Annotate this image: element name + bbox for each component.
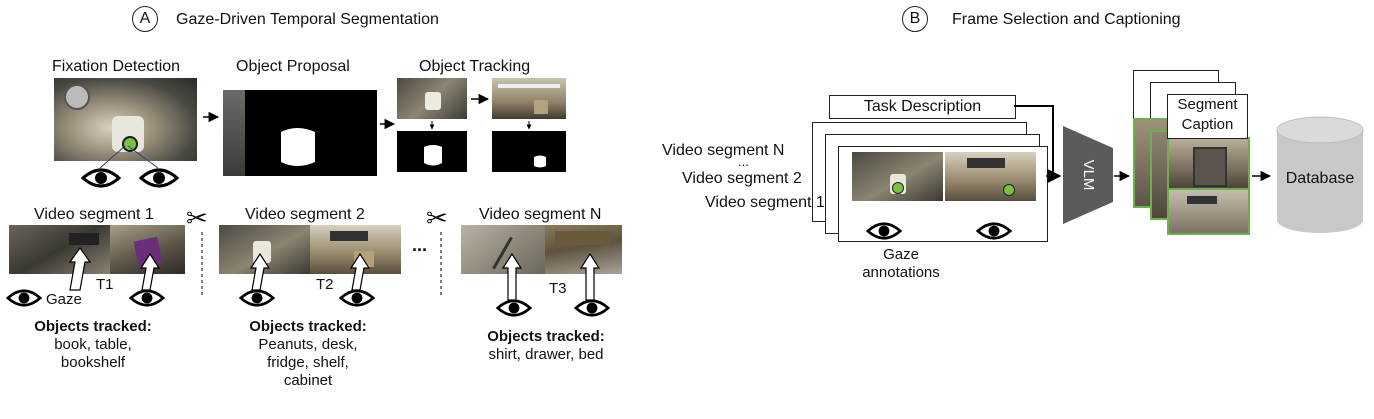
gaze-annotations-label: Gaze annotations bbox=[846, 246, 956, 282]
gaze-frame-2 bbox=[945, 152, 1036, 201]
video-segment-1-label: Video segment 1 bbox=[705, 194, 825, 211]
step-object-tracking: Object Tracking bbox=[419, 58, 531, 75]
database-icon bbox=[1276, 116, 1364, 233]
segment-caption-line: Segment bbox=[1177, 96, 1238, 113]
scissors-icon: ✂ bbox=[186, 203, 208, 233]
caption-frame-front-top bbox=[1167, 137, 1250, 191]
eye-icon bbox=[866, 222, 902, 240]
segment-n-frame-b bbox=[545, 225, 622, 274]
segment-1-frame-b bbox=[110, 225, 185, 274]
segment-n-frame-a bbox=[461, 225, 545, 274]
eye-icon bbox=[6, 289, 42, 307]
task-description-label: Task Description bbox=[863, 98, 982, 115]
segment-2-label: Video segment 2 bbox=[245, 206, 365, 223]
segments-ellipsis: ... bbox=[412, 235, 428, 255]
t2-label: T2 bbox=[316, 276, 334, 293]
video-segment-n-label: Video segment N bbox=[662, 142, 785, 159]
segment-2-frame-b bbox=[310, 225, 401, 274]
vlm-block bbox=[1063, 126, 1113, 224]
panel-b-title: Frame Selection and Captioning bbox=[952, 11, 1181, 28]
objects-line: shirt, drawer, bed bbox=[488, 346, 604, 363]
eye-icon bbox=[496, 299, 532, 317]
eye-icon bbox=[81, 168, 121, 188]
t1-label: T1 bbox=[96, 276, 114, 293]
objects-line: Peanuts, desk, bbox=[258, 336, 358, 353]
segment-1-label: Video segment 1 bbox=[34, 206, 154, 223]
objects-heading: Objects tracked: bbox=[34, 318, 152, 335]
segment-1-objects: Objects tracked: book, table, bookshelf bbox=[18, 318, 168, 372]
objects-heading: Objects tracked: bbox=[249, 318, 367, 335]
objects-line: fridge, shelf, bbox=[267, 354, 349, 371]
eye-icon bbox=[129, 289, 165, 307]
panel-b-badge: B bbox=[902, 6, 928, 32]
step-fixation-detection: Fixation Detection bbox=[52, 58, 181, 75]
database-label: Database bbox=[1285, 170, 1355, 187]
caption-frame-front-bottom bbox=[1167, 188, 1250, 235]
eye-icon bbox=[239, 289, 275, 307]
gaze-frame-1 bbox=[852, 152, 943, 201]
tracking-mask-2 bbox=[492, 131, 566, 172]
eye-icon bbox=[339, 289, 375, 307]
tracking-mask-1 bbox=[397, 131, 467, 172]
t3-label: T3 bbox=[549, 280, 567, 297]
vlm-label: VLM bbox=[1080, 159, 1097, 191]
tracking-frame-2 bbox=[492, 78, 566, 119]
segment-n-label: Video segment N bbox=[479, 206, 602, 223]
scissors-icon: ✂ bbox=[426, 203, 448, 233]
segment-1-frame-a bbox=[9, 225, 110, 274]
eye-icon bbox=[574, 299, 610, 317]
video-segment-2-label: Video segment 2 bbox=[682, 170, 802, 187]
segment-2-objects: Objects tracked: Peanuts, desk, fridge, … bbox=[228, 318, 388, 390]
tracking-frame-1 bbox=[397, 78, 467, 119]
step-object-proposal: Object Proposal bbox=[236, 58, 350, 75]
object-proposal-mask bbox=[223, 90, 377, 176]
panel-a-title: Gaze-Driven Temporal Segmentation bbox=[176, 11, 439, 28]
objects-line: book, table, bbox=[54, 336, 132, 353]
segment-caption-box: Segment Caption bbox=[1167, 94, 1248, 139]
segment-2-frame-a bbox=[219, 225, 310, 274]
gaze-annotations-line: annotations bbox=[862, 264, 940, 281]
eye-icon bbox=[976, 222, 1012, 240]
video-segment-dots: ... bbox=[738, 154, 749, 169]
task-description-box: Task Description bbox=[829, 95, 1016, 119]
gaze-annotations-line: Gaze bbox=[883, 246, 919, 263]
segment-n-objects: Objects tracked: shirt, drawer, bed bbox=[466, 328, 626, 364]
gaze-label: Gaze bbox=[46, 291, 82, 308]
objects-line: bookshelf bbox=[60, 354, 126, 371]
objects-line: cabinet bbox=[283, 372, 333, 389]
panel-a-badge: A bbox=[132, 6, 158, 32]
eye-icon bbox=[139, 168, 179, 188]
objects-heading: Objects tracked: bbox=[487, 328, 605, 345]
fixation-detection-image bbox=[54, 78, 197, 161]
segment-caption-line: Caption bbox=[1181, 116, 1234, 133]
